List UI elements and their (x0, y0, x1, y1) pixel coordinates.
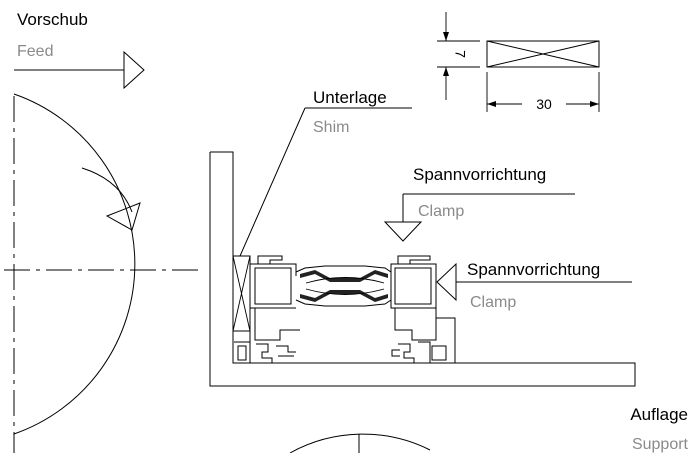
side-clamp-arrowhead (436, 262, 457, 302)
dim-arrow-top (443, 32, 449, 41)
dim-arrow-bottom (443, 67, 449, 76)
dimension-detail (437, 12, 600, 112)
rotation-arc (81, 167, 133, 213)
feed-label: Vorschub (17, 10, 88, 29)
feed-sublabel: Feed (17, 43, 53, 60)
workpiece-profile (234, 255, 456, 363)
bottom-blade (289, 433, 431, 453)
support-l-profile (209, 151, 636, 387)
rotation-arrowhead (105, 202, 141, 231)
feed-arrowhead (123, 50, 145, 90)
right-chamber (394, 267, 432, 305)
support-label: Auflage (630, 405, 688, 424)
top-clamp-sublabel: Clamp (418, 203, 464, 220)
top-clamp-label: Spannvorrichtung (413, 165, 546, 184)
shim-leader (239, 107, 306, 257)
side-clamp-sublabel: Clamp (470, 294, 516, 311)
left-chamber (254, 267, 292, 305)
dim-arrow-right (590, 101, 599, 107)
blade-arc (13, 93, 136, 435)
side-clamp-label: Spannvorrichtung (467, 260, 600, 279)
bottom-blade-arc (289, 433, 431, 453)
side-clamp (436, 262, 632, 302)
dim-width-value: 30 (536, 96, 552, 112)
support-sublabel: Support (632, 436, 689, 453)
top-clamp-arrowhead (383, 221, 423, 242)
feed-arrow (14, 50, 145, 90)
shim-cross-section (486, 40, 600, 68)
dim-arrow-left (487, 101, 496, 107)
top-clamp (383, 193, 575, 242)
shim-label: Unterlage (313, 88, 387, 107)
cutter-blade (4, 93, 200, 453)
shim-sublabel: Shim (313, 119, 349, 136)
dim-height-value: 7 (452, 50, 468, 58)
support-angle (209, 151, 636, 387)
